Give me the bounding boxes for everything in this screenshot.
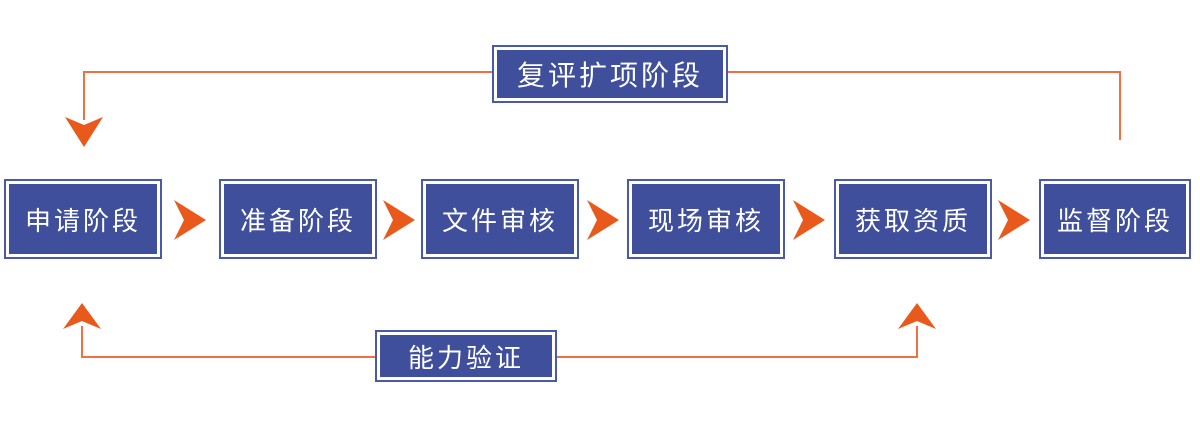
- loop-capability-verification: 能力验证: [375, 330, 557, 382]
- loop-reassessment-expansion-phase: 复评扩项阶段: [492, 45, 728, 103]
- step-supervision-phase: 监督阶段: [1039, 179, 1191, 259]
- chevron-up-icon: [63, 303, 101, 329]
- step-label: 监督阶段: [1044, 184, 1186, 254]
- loop-label: 能力验证: [380, 335, 552, 377]
- chevron-down-icon: [65, 117, 103, 147]
- loop-label: 复评扩项阶段: [497, 50, 723, 98]
- step-label: 准备阶段: [224, 184, 372, 254]
- step-label: 文件审核: [426, 184, 574, 254]
- step-label: 申请阶段: [9, 184, 157, 254]
- chevron-right-icon: [793, 200, 825, 240]
- chevron-right-icon: [383, 200, 415, 240]
- chevron-right-icon: [587, 200, 619, 240]
- step-document-review: 文件审核: [421, 179, 579, 259]
- chevron-right-icon: [174, 200, 206, 240]
- chevron-right-icon: [998, 200, 1030, 240]
- step-label: 现场审核: [632, 184, 780, 254]
- step-application-phase: 申请阶段: [4, 179, 162, 259]
- step-onsite-review: 现场审核: [627, 179, 785, 259]
- chevron-up-icon: [898, 303, 936, 329]
- step-label: 获取资质: [839, 184, 987, 254]
- step-preparation-phase: 准备阶段: [219, 179, 377, 259]
- step-obtain-qualification: 获取资质: [834, 179, 992, 259]
